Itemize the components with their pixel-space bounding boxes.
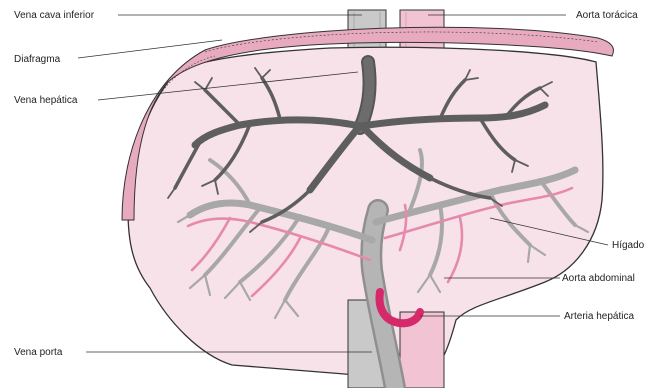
label-vena-porta: Vena porta [14,347,63,358]
label-vena-hepatica: Vena hepática [14,95,78,106]
label-aorta-abdominal: Aorta abdominal [562,273,635,284]
label-aorta-toracica: Aorta torácica [576,10,638,21]
label-arteria-hepatica: Arteria hepática [564,311,634,322]
label-vena-cava-inferior: Vena cava inferior [14,10,95,21]
label-higado: Hígado [612,240,645,251]
label-diafragma: Diafragma [14,54,61,65]
